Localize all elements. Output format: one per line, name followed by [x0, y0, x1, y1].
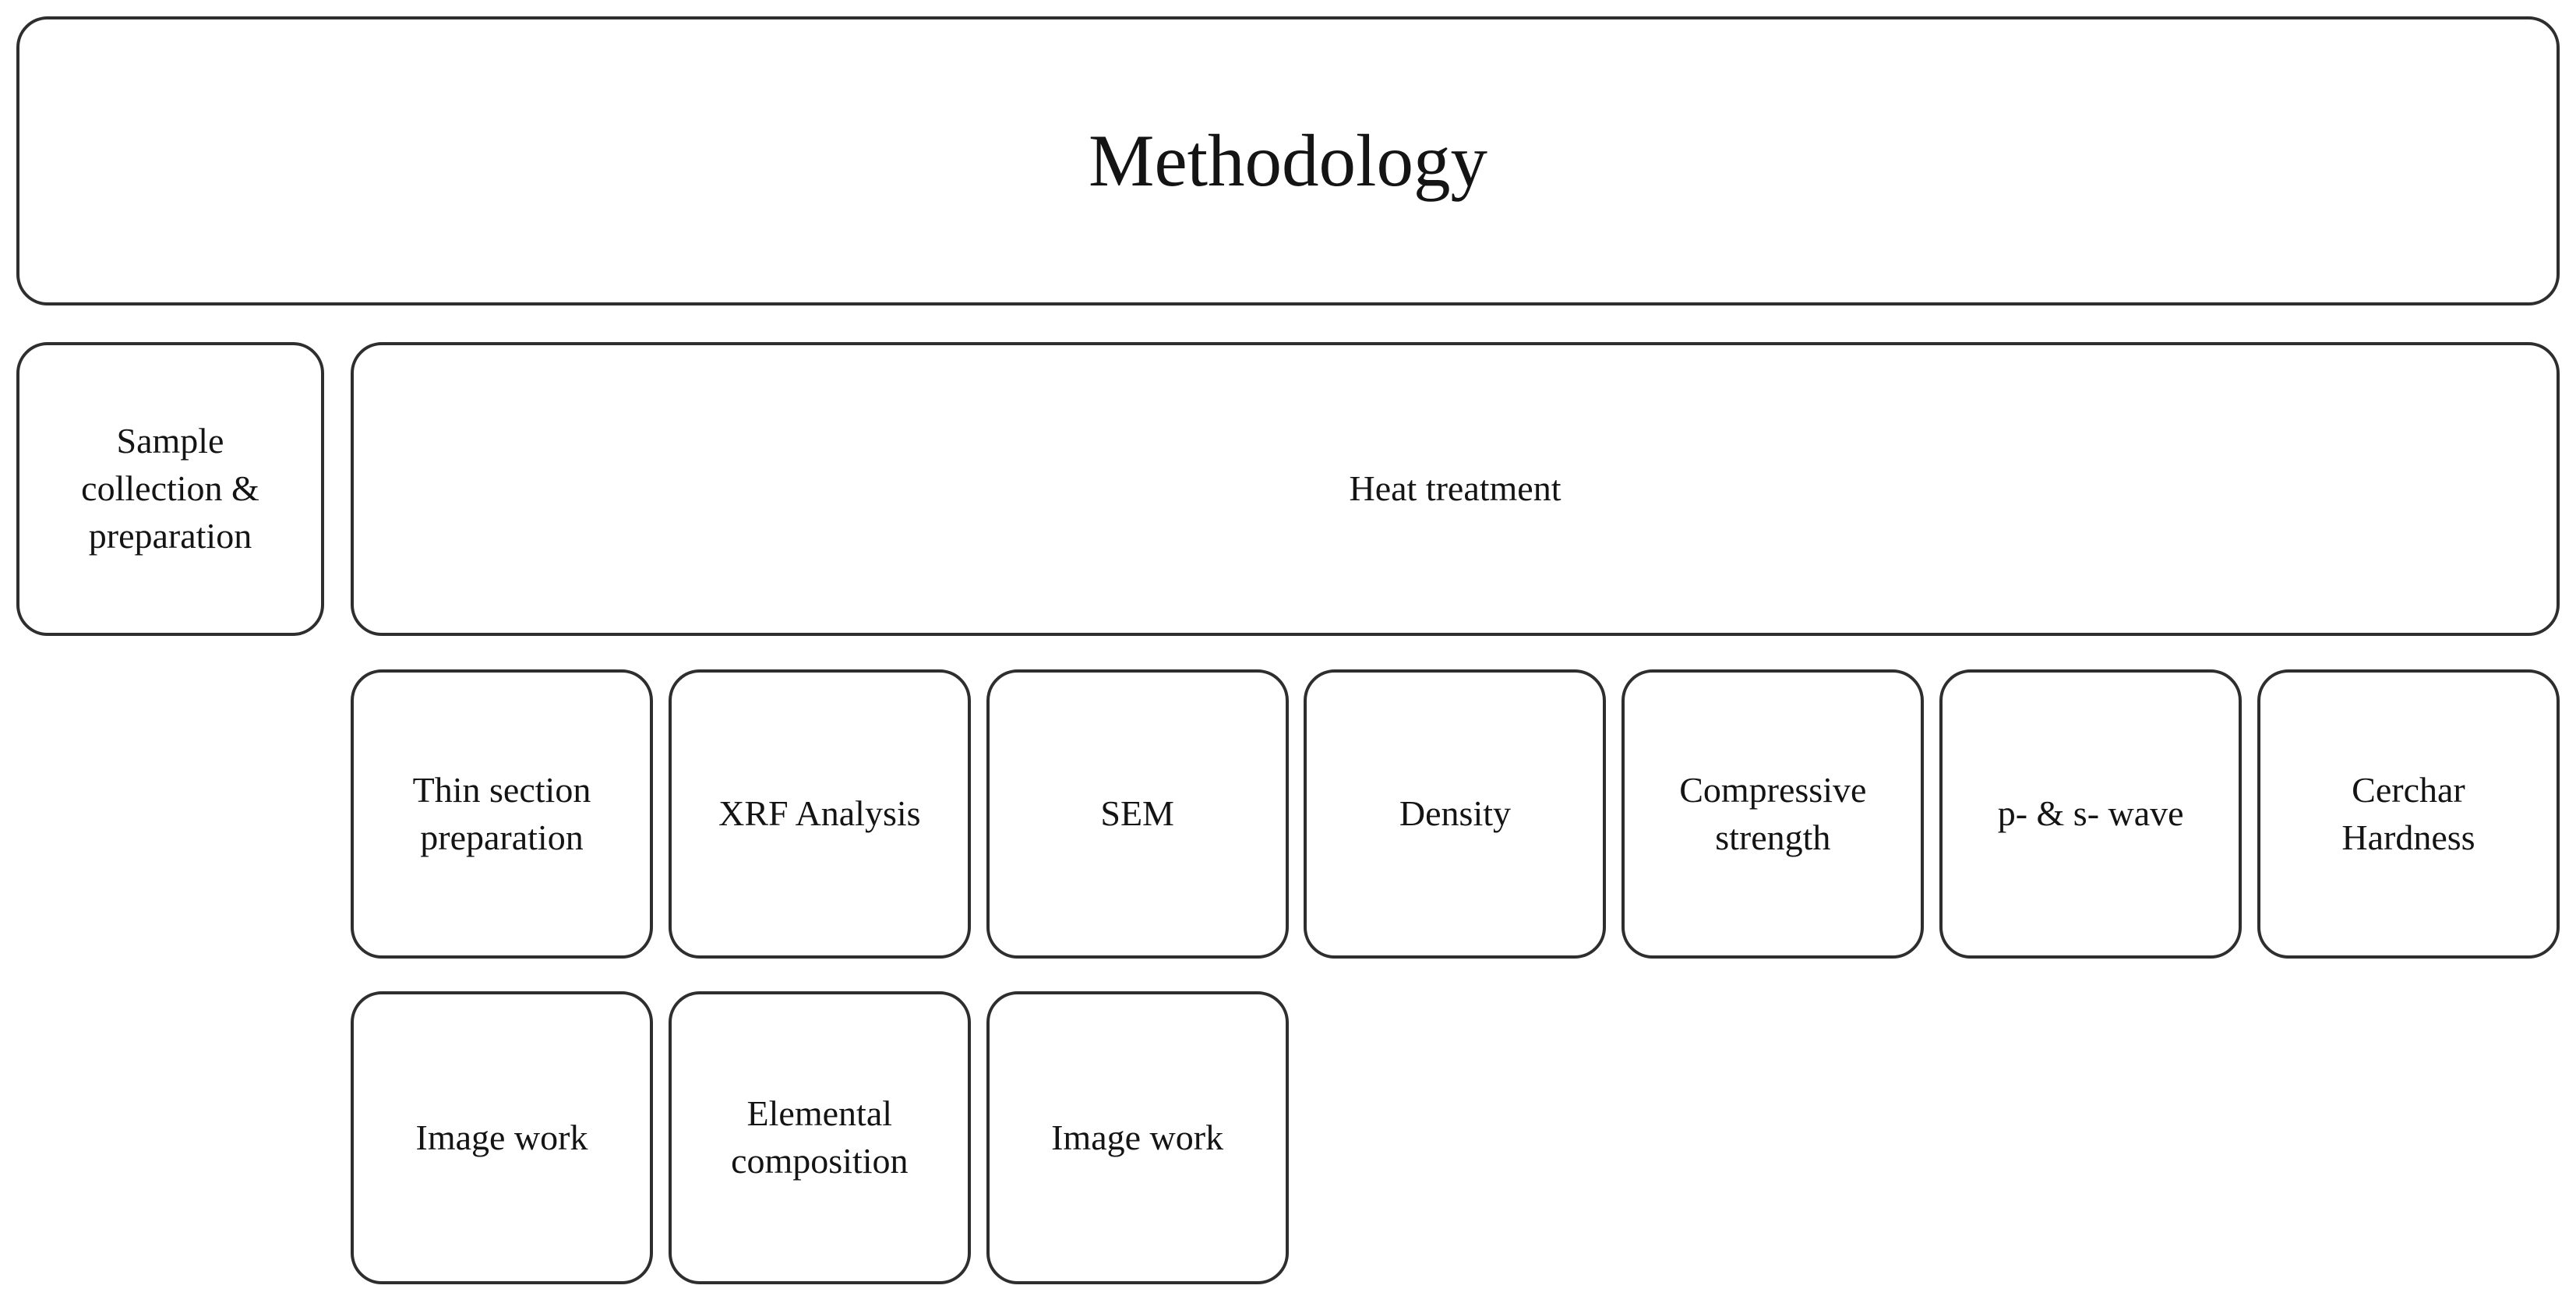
box-p-s-wave: p- & s- wave	[1939, 669, 2243, 959]
box-xrf-analysis: XRF Analysis	[668, 669, 971, 959]
box-label: Thin section preparation	[412, 769, 591, 857]
box-thin-section-preparation: Thin section preparation	[351, 669, 653, 959]
box-label: Image work	[1051, 1117, 1224, 1157]
box-compressive-strength: Compressive strength	[1621, 669, 1925, 959]
box-label: Elemental composition	[731, 1093, 909, 1181]
box-label: XRF Analysis	[718, 793, 921, 834]
title-box: Methodology	[16, 16, 2560, 305]
box-sem: SEM	[986, 669, 1289, 959]
box-label: Heat treatment	[1349, 468, 1561, 509]
output-row: Image work Elemental composition Image w…	[351, 991, 2560, 1284]
box-label: Compressive strength	[1679, 769, 1867, 857]
box-density: Density	[1304, 669, 1607, 959]
box-image-work-sem: Image work	[986, 991, 1289, 1284]
box-label: Sample collection & preparation	[81, 421, 259, 556]
box-cerchar-hardness: Cerchar Hardness	[2257, 669, 2560, 959]
box-label: Image work	[415, 1117, 588, 1157]
box-sample-collection-preparation: Sample collection & preparation	[16, 342, 324, 636]
box-label: Density	[1399, 793, 1512, 834]
box-label: SEM	[1100, 793, 1174, 834]
box-heat-treatment: Heat treatment	[351, 342, 2560, 636]
box-image-work-thin-section: Image work	[351, 991, 653, 1284]
page-title: Methodology	[1089, 119, 1487, 203]
analysis-row: Thin section preparation XRF Analysis SE…	[351, 669, 2560, 959]
box-elemental-composition: Elemental composition	[668, 991, 971, 1284]
box-label: Cerchar Hardness	[2341, 769, 2475, 857]
box-label: p- & s- wave	[1997, 793, 2184, 834]
